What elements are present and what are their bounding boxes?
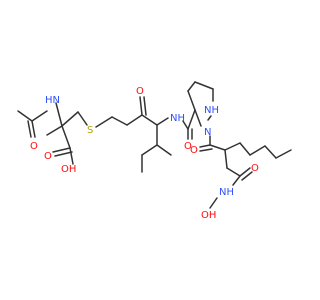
bond bbox=[264, 145, 277, 159]
atom-label-o-amide1: O bbox=[184, 141, 192, 152]
bond bbox=[226, 167, 241, 177]
bond bbox=[207, 115, 212, 121]
atom-label-nh-ring: NH bbox=[204, 105, 219, 116]
bond bbox=[275, 149, 292, 159]
structure-diagram: HN O O OH S O NH O NH N O O NH OH bbox=[17, 81, 292, 221]
atom-label-o-ketone: O bbox=[136, 86, 144, 97]
atom-label-nh-acetyl: HN bbox=[45, 95, 60, 106]
bond bbox=[55, 102, 63, 127]
atom-label-s-thioether: S bbox=[87, 125, 93, 136]
bond bbox=[241, 171, 253, 181]
bond bbox=[249, 145, 266, 156]
atom-labels: HN O O OH S O NH O NH N O O NH OH bbox=[30, 86, 259, 221]
bond bbox=[77, 111, 88, 126]
bond bbox=[141, 114, 158, 126]
bond bbox=[209, 144, 226, 151]
atom-label-o-acetyl: O bbox=[30, 141, 38, 152]
bond bbox=[46, 125, 63, 136]
atom-label-n-ring: N bbox=[204, 127, 211, 138]
bond bbox=[209, 197, 218, 209]
bond-layer bbox=[17, 81, 292, 209]
bond bbox=[95, 116, 113, 128]
bond bbox=[61, 111, 79, 127]
bond bbox=[54, 151, 73, 157]
bond bbox=[141, 144, 158, 156]
bond bbox=[31, 110, 48, 122]
atom-label-nh-hydroxamic: NH bbox=[219, 187, 234, 198]
bond bbox=[194, 81, 214, 90]
bond bbox=[187, 109, 196, 130]
bond bbox=[187, 90, 196, 111]
bond bbox=[126, 114, 143, 126]
atom-label-oh-acid: OH bbox=[61, 164, 76, 175]
bond bbox=[232, 175, 241, 186]
bond bbox=[239, 167, 251, 177]
bond bbox=[182, 120, 189, 130]
bond bbox=[187, 81, 196, 92]
atom-label-o-hydroxamic: O bbox=[251, 163, 259, 174]
bond bbox=[31, 120, 36, 138]
atom-label-o-acid: O bbox=[44, 151, 52, 162]
bond bbox=[194, 109, 202, 127]
bond bbox=[199, 148, 213, 152]
bond bbox=[224, 149, 228, 169]
bond bbox=[111, 116, 128, 126]
bond bbox=[156, 144, 172, 156]
bond bbox=[143, 96, 147, 116]
bond bbox=[139, 96, 143, 116]
bond bbox=[199, 144, 211, 148]
bond bbox=[69, 147, 74, 165]
bond bbox=[156, 117, 169, 126]
bond bbox=[27, 120, 32, 138]
atom-label-o-amide2: O bbox=[190, 145, 198, 156]
bond bbox=[17, 110, 33, 122]
bond bbox=[239, 142, 251, 156]
bond bbox=[52, 147, 71, 153]
bond bbox=[61, 125, 71, 149]
atom-label-oh-hydroxamic: OH bbox=[201, 210, 216, 221]
atom-label-nh-amide: NH bbox=[170, 113, 185, 124]
bond bbox=[224, 142, 241, 151]
